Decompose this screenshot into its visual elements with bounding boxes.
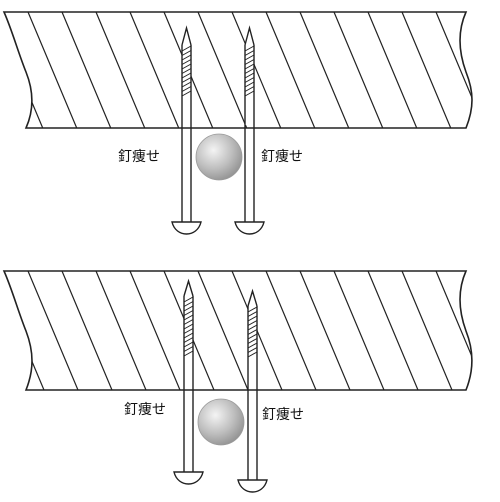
board-hatch-line [61,12,112,128]
nail-hatch-line [244,77,255,83]
board-hatch-line [299,12,350,128]
nail-hatch-line [247,320,258,326]
nail-hatch-line [247,338,258,344]
nail-hatch-line [247,324,258,331]
nail-hatch-line [244,81,255,88]
board-hatch-line [4,271,11,390]
nail-hatch-line [183,296,194,303]
board-hatch-line [231,12,282,128]
board-hatch-line [401,12,452,128]
board-hatch-line [265,271,317,390]
nail-hatch-line [244,72,255,79]
nail-hatch-line [183,323,194,330]
nail-hatch-line [181,54,192,61]
nail-hatch-line [247,306,258,313]
nail-hatch-line [181,77,192,83]
nail-hatch-line [244,86,255,92]
board-hatch-line [95,12,146,128]
board-hatch-line [367,271,419,390]
board-bottom [2,270,473,391]
board-hatch-line [469,271,472,390]
nail-hatch-line [181,72,192,79]
board-hatch-line [333,271,385,390]
panel-bottom: 釘痩せ 釘痩せ [2,270,473,493]
nail-right-bottom [237,288,268,493]
nail-hatch-line [247,311,258,317]
nail-hatch-line [247,315,258,322]
nail-hatch-line [247,333,258,340]
nail-hatch-line [244,45,255,52]
label-left-bottom: 釘痩せ [124,401,166,418]
nail-hatch-line [183,332,194,339]
nail-hatch-line [244,90,255,97]
nail-hatch-line [247,351,258,358]
nail-hatch-line [181,63,192,70]
nail-hatch-line [244,59,255,65]
panel-top: 釘痩せ 釘痩せ [2,11,473,235]
nail-hatch-line [183,314,194,321]
nail-hatch-line [183,341,194,348]
nail-hatch-line [247,329,258,335]
nail-hatch-line [183,305,194,312]
shrink-ball-top [195,133,243,181]
nail-hatch-line [244,68,255,74]
board-hatch-line [333,12,384,128]
nail-hatch-line [183,301,194,307]
nail-hatch-line [181,86,192,92]
board-hatch-line [299,271,351,390]
nail-hatch-line [181,68,192,74]
board-hatch-line [265,12,316,128]
board-hatch-line [197,271,249,390]
board-hatch-line [197,12,248,128]
board-hatch-line [95,271,147,390]
label-right-bottom: 釘痩せ [262,406,304,423]
nail-hatch-line [183,337,194,343]
board-hatch-line [469,12,472,128]
nail-hatch-line [247,347,258,353]
board-hatch-line [4,12,10,128]
shrink-ball-bottom [197,398,245,446]
nail-hatch-line [183,319,194,325]
nail-hatch-line [183,350,194,357]
board-hatch-line [27,271,79,390]
nail-hatch-line [183,310,194,316]
nail-hatch-line [244,50,255,56]
board-hatch-line [129,271,181,390]
nail-left-top [171,25,202,235]
board-hatch-line [435,12,472,128]
nail-hatch-line [183,346,194,352]
board-hatch-line [401,271,453,390]
nail-hatch-line [181,90,192,97]
nail-hatch-line [181,50,192,56]
nail-hatch-line [181,59,192,65]
label-left-top: 釘痩せ [118,148,160,165]
nail-hatch-line [183,328,194,334]
nail-right-top [234,25,265,235]
nail-hatch-line [247,342,258,349]
board-hatch-line [435,271,472,390]
nail-hatch-line [181,45,192,52]
nail-hatch-line [181,81,192,88]
board-hatch-line [27,12,78,128]
label-right-top: 釘痩せ [261,148,303,165]
board-hatch-line [129,12,180,128]
board-top [2,11,473,129]
board-hatch-line [367,12,418,128]
board-hatch-line [61,271,113,390]
nail-hatch-line [244,63,255,70]
nail-left-bottom [173,278,204,485]
nail-hatch-line [244,54,255,61]
